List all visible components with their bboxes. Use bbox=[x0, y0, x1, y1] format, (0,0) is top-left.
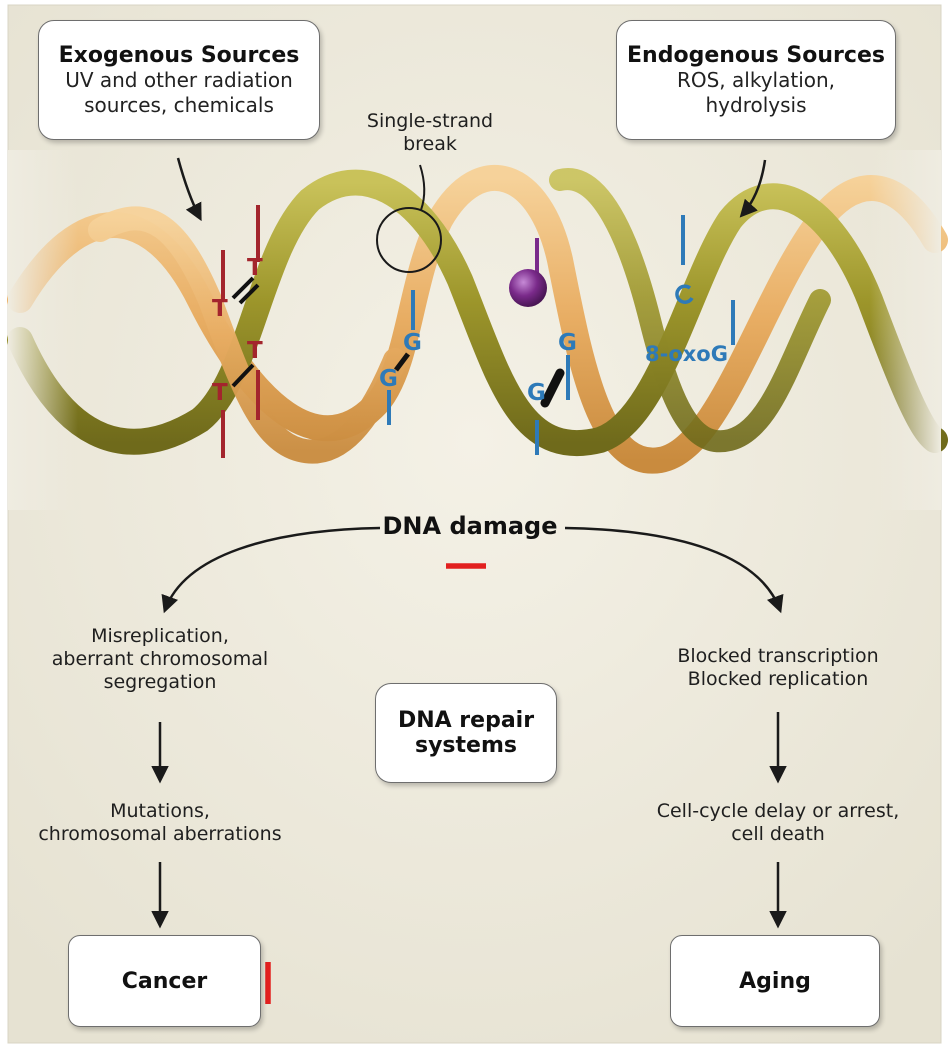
oxo-symbol-icon bbox=[675, 284, 694, 304]
dna-repair-line-2: systems bbox=[415, 733, 517, 758]
thymine-label-4: T bbox=[212, 380, 228, 406]
exogenous-title: Exogenous Sources bbox=[58, 42, 300, 68]
misreplication-line-2: aberrant chromosomal bbox=[51, 648, 269, 671]
misreplication-line-1: Misreplication, bbox=[91, 625, 229, 647]
thymine-dimer-lesion bbox=[221, 205, 260, 458]
exogenous-line-2: sources, chemicals bbox=[84, 92, 274, 117]
blocked-text: Blocked transcription Blocked replicatio… bbox=[640, 645, 916, 691]
exogenous-line-1: UV and other radiation bbox=[65, 67, 293, 92]
endogenous-arrow bbox=[739, 159, 767, 218]
dna-double-helix bbox=[7, 150, 948, 510]
endogenous-title: Endogenous Sources bbox=[627, 42, 885, 68]
thymine-label-1: T bbox=[247, 255, 263, 281]
exogenous-sources-box: Exogenous Sources UV and other radiation… bbox=[38, 20, 320, 140]
guanine-label-4: G bbox=[527, 380, 546, 406]
cancer-label: Cancer bbox=[121, 968, 208, 994]
cell-cycle-text: Cell-cycle delay or arrest, cell death bbox=[628, 800, 928, 846]
strand-break-label: Single-strand break bbox=[355, 110, 505, 156]
break-circle-icon bbox=[376, 207, 442, 273]
misreplication-text: Misreplication, aberrant chromosomal seg… bbox=[35, 625, 285, 695]
thymine-label-3: T bbox=[247, 338, 263, 364]
damage-to-right-arrow bbox=[564, 526, 784, 614]
mutations-text: Mutations, chromosomal aberrations bbox=[18, 800, 302, 846]
guanine-label-1: G bbox=[403, 330, 422, 356]
strand-break-label-line-2: break bbox=[403, 133, 457, 156]
dna-repair-line-1: DNA repair bbox=[397, 708, 535, 733]
guanine-crosslink-lesion bbox=[387, 290, 570, 455]
endogenous-line-1: ROS, alkylation, bbox=[676, 67, 836, 92]
cell-cycle-line-2: cell death bbox=[731, 823, 825, 846]
dna-damage-label: DNA damage bbox=[382, 512, 558, 540]
misreplication-line-3: segregation bbox=[103, 671, 217, 694]
cell-cycle-line-1: Cell-cycle delay or arrest, bbox=[656, 800, 900, 822]
mutations-line-1: Mutations, bbox=[110, 800, 210, 822]
thymine-label-2: T bbox=[212, 296, 228, 322]
aging-box: Aging bbox=[670, 935, 880, 1027]
strand-olive-back bbox=[549, 168, 831, 453]
cancer-box: Cancer bbox=[68, 935, 261, 1027]
aging-label: Aging bbox=[739, 968, 811, 994]
endogenous-sources-box: Endogenous Sources ROS, alkylation, hydr… bbox=[616, 20, 896, 140]
strand-break-label-line-1: Single-strand bbox=[366, 110, 494, 132]
repair-inhibition-bar bbox=[446, 563, 486, 680]
blocked-transcription: Blocked transcription bbox=[677, 645, 879, 667]
guanine-label-2: G bbox=[379, 366, 398, 392]
mutations-line-2: chromosomal aberrations bbox=[38, 823, 282, 846]
alkylation-adduct bbox=[509, 238, 547, 307]
strand-olive bbox=[7, 169, 948, 457]
strand-orange-front bbox=[88, 206, 407, 464]
exogenous-arrow bbox=[176, 157, 202, 222]
adduct-sphere-icon bbox=[509, 269, 547, 307]
blocked-replication: Blocked replication bbox=[687, 668, 869, 691]
oxoguanine-label: 8-oxoG bbox=[645, 342, 728, 366]
endogenous-line-2: hydrolysis bbox=[705, 92, 807, 117]
dna-repair-box: DNA repair systems bbox=[375, 683, 557, 783]
oxoguanine-lesion bbox=[675, 215, 735, 345]
strand-break-marker bbox=[376, 164, 442, 273]
aging-cancer-inhibition bbox=[265, 962, 660, 1004]
guanine-label-3: G bbox=[558, 330, 577, 356]
damage-to-left-arrow bbox=[161, 526, 381, 614]
